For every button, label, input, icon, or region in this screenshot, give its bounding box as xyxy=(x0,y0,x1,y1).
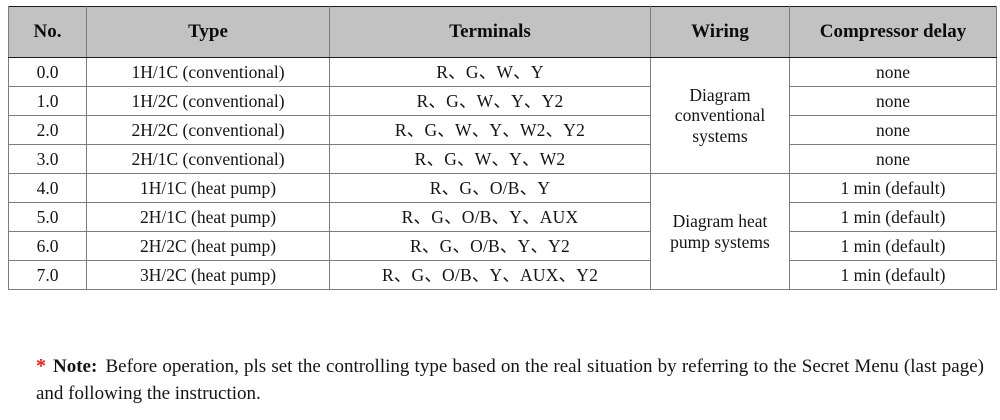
cell-no: 5.0 xyxy=(8,202,87,232)
cell-type: 1H/1C (conventional) xyxy=(86,57,330,87)
cell-terminals: R、G、W、Y、W2 xyxy=(329,144,651,174)
column-header-type: Type xyxy=(86,6,330,58)
cell-terminals: R、G、O/B、Y、AUX、Y2 xyxy=(329,260,651,290)
cell-terminals: R、G、O/B、Y、AUX xyxy=(329,202,651,232)
note-block: * Note: Before operation, pls set the con… xyxy=(8,352,988,408)
cell-type: 1H/2C (conventional) xyxy=(86,86,330,116)
cell-no: 7.0 xyxy=(8,260,87,290)
cell-terminals: R、G、O/B、Y、Y2 xyxy=(329,231,651,261)
cell-type: 2H/1C (conventional) xyxy=(86,144,330,174)
cell-terminals: R、G、O/B、Y xyxy=(329,173,651,203)
cell-wiring-conventional: Diagram conventional systems xyxy=(650,57,790,174)
note-text: Before operation, pls set the controllin… xyxy=(36,356,984,404)
cell-wiring-heat-pump: Diagram heat pump systems xyxy=(650,173,790,290)
cell-compressor-delay: none xyxy=(789,57,997,87)
cell-compressor-delay: 1 min (default) xyxy=(789,173,997,203)
cell-compressor-delay: 1 min (default) xyxy=(789,231,997,261)
note-label: Note: xyxy=(53,356,98,377)
table-body: 0.0 1H/1C (conventional) R、G、W、Y Diagram… xyxy=(8,57,997,290)
cell-no: 3.0 xyxy=(8,144,87,174)
cell-compressor-delay: none xyxy=(789,86,997,116)
note-asterisk-marker: * xyxy=(36,355,46,377)
table-row: 5.0 2H/1C (heat pump) R、G、O/B、Y、AUX 1 mi… xyxy=(8,202,997,232)
table-row: 3.0 2H/1C (conventional) R、G、W、Y、W2 none xyxy=(8,144,997,174)
cell-terminals: R、G、W、Y xyxy=(329,57,651,87)
cell-type: 2H/2C (heat pump) xyxy=(86,231,330,261)
table-row: 0.0 1H/1C (conventional) R、G、W、Y Diagram… xyxy=(8,57,997,174)
cell-terminals: R、G、W、Y、Y2 xyxy=(329,86,651,116)
control-type-table: No. Type Terminals Wiring Compressor del… xyxy=(8,6,997,290)
column-header-compressor-delay: Compressor delay xyxy=(789,6,997,58)
cell-compressor-delay: 1 min (default) xyxy=(789,260,997,290)
cell-type: 3H/2C (heat pump) xyxy=(86,260,330,290)
column-header-terminals: Terminals xyxy=(329,6,651,58)
table-row: 4.0 1H/1C (heat pump) R、G、O/B、Y Diagram … xyxy=(8,173,997,290)
cell-no: 0.0 xyxy=(8,57,87,87)
cell-type: 1H/1C (heat pump) xyxy=(86,173,330,203)
table-row: 7.0 3H/2C (heat pump) R、G、O/B、Y、AUX、Y2 1… xyxy=(8,260,997,290)
table-header-row: No. Type Terminals Wiring Compressor del… xyxy=(8,6,997,58)
cell-no: 1.0 xyxy=(8,86,87,116)
table-row: 2.0 2H/2C (conventional) R、G、W、Y、W2、Y2 n… xyxy=(8,115,997,145)
cell-type: 2H/1C (heat pump) xyxy=(86,202,330,232)
table-row: 6.0 2H/2C (heat pump) R、G、O/B、Y、Y2 1 min… xyxy=(8,231,997,261)
column-header-wiring: Wiring xyxy=(650,6,790,58)
cell-compressor-delay: none xyxy=(789,115,997,145)
control-type-table-container: No. Type Terminals Wiring Compressor del… xyxy=(8,6,997,290)
cell-type: 2H/2C (conventional) xyxy=(86,115,330,145)
cell-compressor-delay: none xyxy=(789,144,997,174)
cell-compressor-delay: 1 min (default) xyxy=(789,202,997,232)
cell-terminals: R、G、W、Y、W2、Y2 xyxy=(329,115,651,145)
cell-no: 4.0 xyxy=(8,173,87,203)
cell-no: 2.0 xyxy=(8,115,87,145)
cell-no: 6.0 xyxy=(8,231,87,261)
table-header: No. Type Terminals Wiring Compressor del… xyxy=(8,6,997,58)
column-header-no: No. xyxy=(8,6,87,58)
table-row: 1.0 1H/2C (conventional) R、G、W、Y、Y2 none xyxy=(8,86,997,116)
